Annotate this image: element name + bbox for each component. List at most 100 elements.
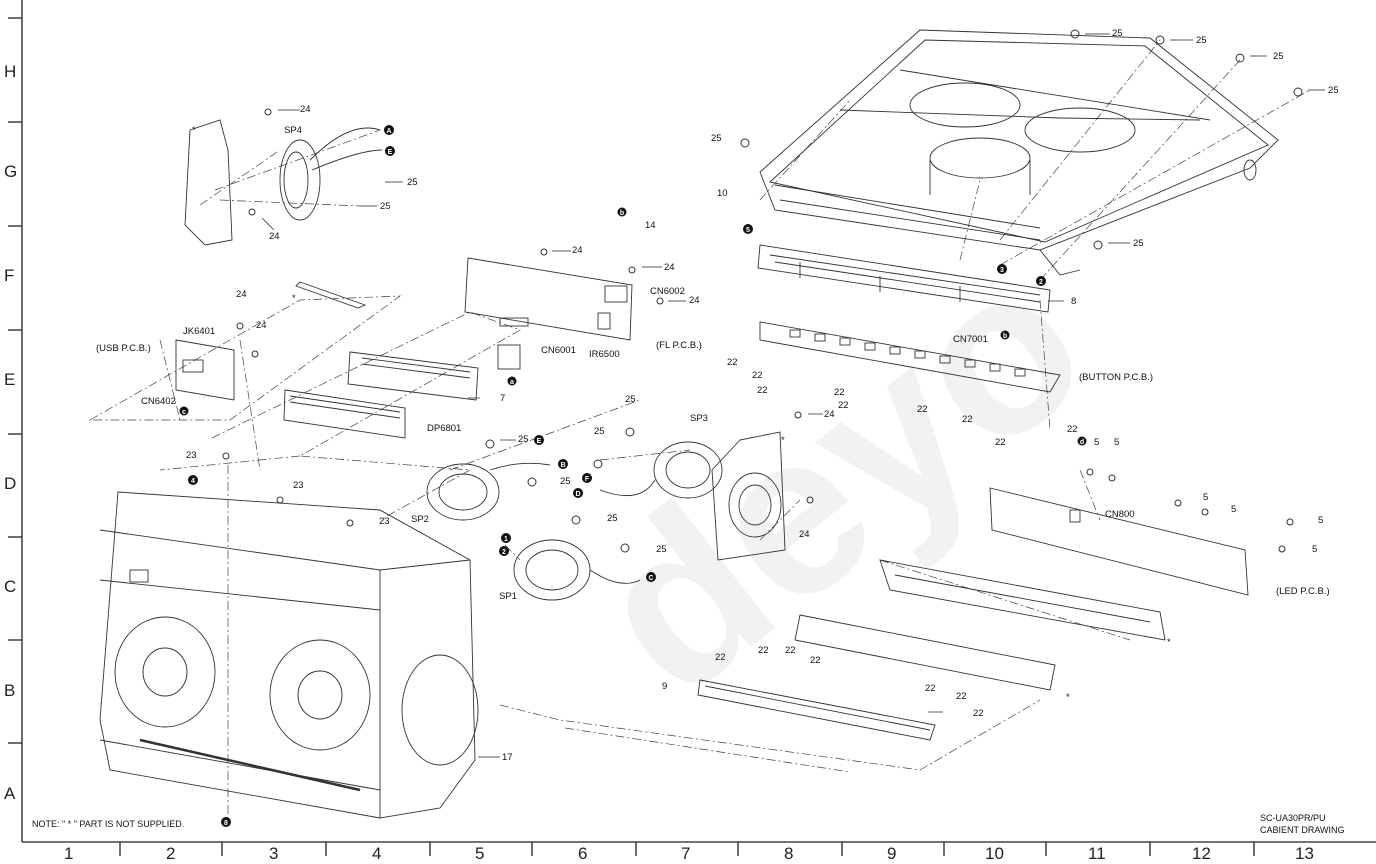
col-label-6: 6 [578, 844, 588, 863]
callout-25: 25 [625, 394, 636, 405]
svg-text:1: 1 [504, 536, 508, 543]
callout-23: 23 [293, 480, 304, 491]
callout-25: 25 [594, 426, 605, 437]
label-cn6002: CN6002 [650, 286, 685, 297]
callout-25: 25 [1112, 28, 1123, 39]
not-supplied-mark: * [781, 435, 785, 446]
label-cn800: CN800 [1105, 509, 1135, 520]
col-label-1: 1 [64, 844, 74, 863]
row-label-e: E [4, 370, 16, 389]
callout-24: 24 [799, 529, 810, 540]
callout-22: 22 [834, 387, 845, 398]
callout-22: 22 [1067, 424, 1078, 435]
sp4-bracket [184, 119, 383, 246]
col-label-7: 7 [681, 844, 691, 863]
speaker-sp3 [599, 441, 723, 499]
callout-25: 25 [518, 434, 529, 445]
callout-9: 9 [662, 681, 668, 692]
not-supplied-mark: * [1066, 692, 1070, 703]
svg-text:2: 2 [1039, 279, 1043, 286]
row-label-b: B [4, 681, 16, 700]
label-sp3: SP3 [690, 413, 708, 424]
callout-25: 25 [1133, 238, 1144, 249]
watermark: deyo [549, 211, 1130, 744]
callout-22: 22 [810, 655, 821, 666]
bottom-strip-9 [697, 614, 1056, 741]
callout-25: 25 [380, 201, 391, 212]
callout-24: 24 [664, 262, 675, 273]
callout-22: 22 [785, 645, 796, 656]
callout-22: 22 [973, 708, 984, 719]
svg-text:d: d [1080, 439, 1084, 446]
callout-22: 22 [956, 691, 967, 702]
callout-24: 24 [300, 104, 311, 115]
drawing-title: CABIENT DRAWING [1260, 825, 1345, 835]
svg-text:b: b [620, 210, 624, 217]
callout-24: 24 [572, 245, 583, 256]
col-label-13: 13 [1295, 844, 1314, 863]
col-label-11: 11 [1088, 844, 1106, 863]
svg-text:a: a [510, 379, 514, 386]
callout-24: 24 [269, 231, 280, 242]
led-holder [879, 559, 1166, 641]
callout-5: 5 [1318, 515, 1324, 526]
svg-text:5: 5 [746, 227, 750, 234]
col-label-3: 3 [269, 844, 279, 863]
callout-17: 17 [502, 752, 513, 763]
callout-22: 22 [757, 385, 768, 396]
callout-5: 5 [1094, 437, 1100, 448]
callout-22: 22 [758, 645, 769, 656]
screws [222, 29, 1303, 553]
callout-22: 22 [917, 404, 928, 415]
col-label-4: 4 [372, 844, 382, 863]
callout-marker-text: 1 2 3 4 5 8 2 a b c b d A E B C D F E [182, 128, 1084, 827]
callout-23: 23 [379, 516, 390, 527]
callout-8: 8 [1071, 296, 1077, 307]
speaker-sp1 [513, 539, 641, 601]
callout-10: 10 [717, 188, 728, 199]
callout-24: 24 [689, 295, 700, 306]
led-pcb [989, 487, 1249, 596]
callout-22: 22 [752, 370, 763, 381]
label-jk6401: JK6401 [183, 326, 216, 337]
callout-25: 25 [607, 513, 618, 524]
label-ir6500: IR6500 [589, 349, 620, 360]
callout-22: 22 [925, 683, 936, 694]
svg-text:3: 3 [1000, 267, 1004, 274]
display-holder [283, 281, 479, 439]
label-sp4: SP4 [284, 125, 302, 136]
callout-24: 24 [824, 409, 835, 420]
col-label-10: 10 [985, 844, 1004, 863]
callout-7: 7 [500, 393, 506, 404]
callout-25: 25 [407, 177, 418, 188]
svg-text:c: c [182, 409, 186, 416]
svg-text:A: A [386, 128, 391, 135]
label-sp2: SP2 [411, 514, 429, 525]
callout-24: 24 [256, 320, 267, 331]
front-cabinet [99, 491, 479, 819]
svg-text:B: B [560, 462, 565, 469]
svg-text:F: F [585, 476, 590, 483]
svg-text:b: b [1003, 333, 1007, 340]
front-panel-8 [757, 244, 1051, 313]
grid-ticks [8, 17, 1255, 856]
callout-14: 14 [645, 220, 656, 231]
callout-25: 25 [1273, 51, 1284, 62]
callout-22: 22 [962, 414, 973, 425]
svg-text:E: E [388, 149, 393, 156]
row-label-a: A [4, 784, 16, 803]
callout-markers [179, 125, 1087, 827]
callout-25: 25 [656, 544, 667, 555]
label-usb-pcb: (USB P.C.B.) [96, 343, 151, 354]
svg-text:D: D [575, 491, 580, 498]
speaker-bracket-right [711, 431, 786, 561]
label-sp1: SP1 [499, 591, 517, 602]
leader-arrows [261, 33, 1325, 758]
row-label-d: D [4, 474, 17, 493]
svg-text:C: C [648, 575, 653, 582]
callout-23: 23 [186, 450, 197, 461]
callout-5: 5 [1203, 492, 1209, 503]
callout-22: 22 [727, 357, 738, 368]
svg-text:8: 8 [224, 820, 228, 827]
